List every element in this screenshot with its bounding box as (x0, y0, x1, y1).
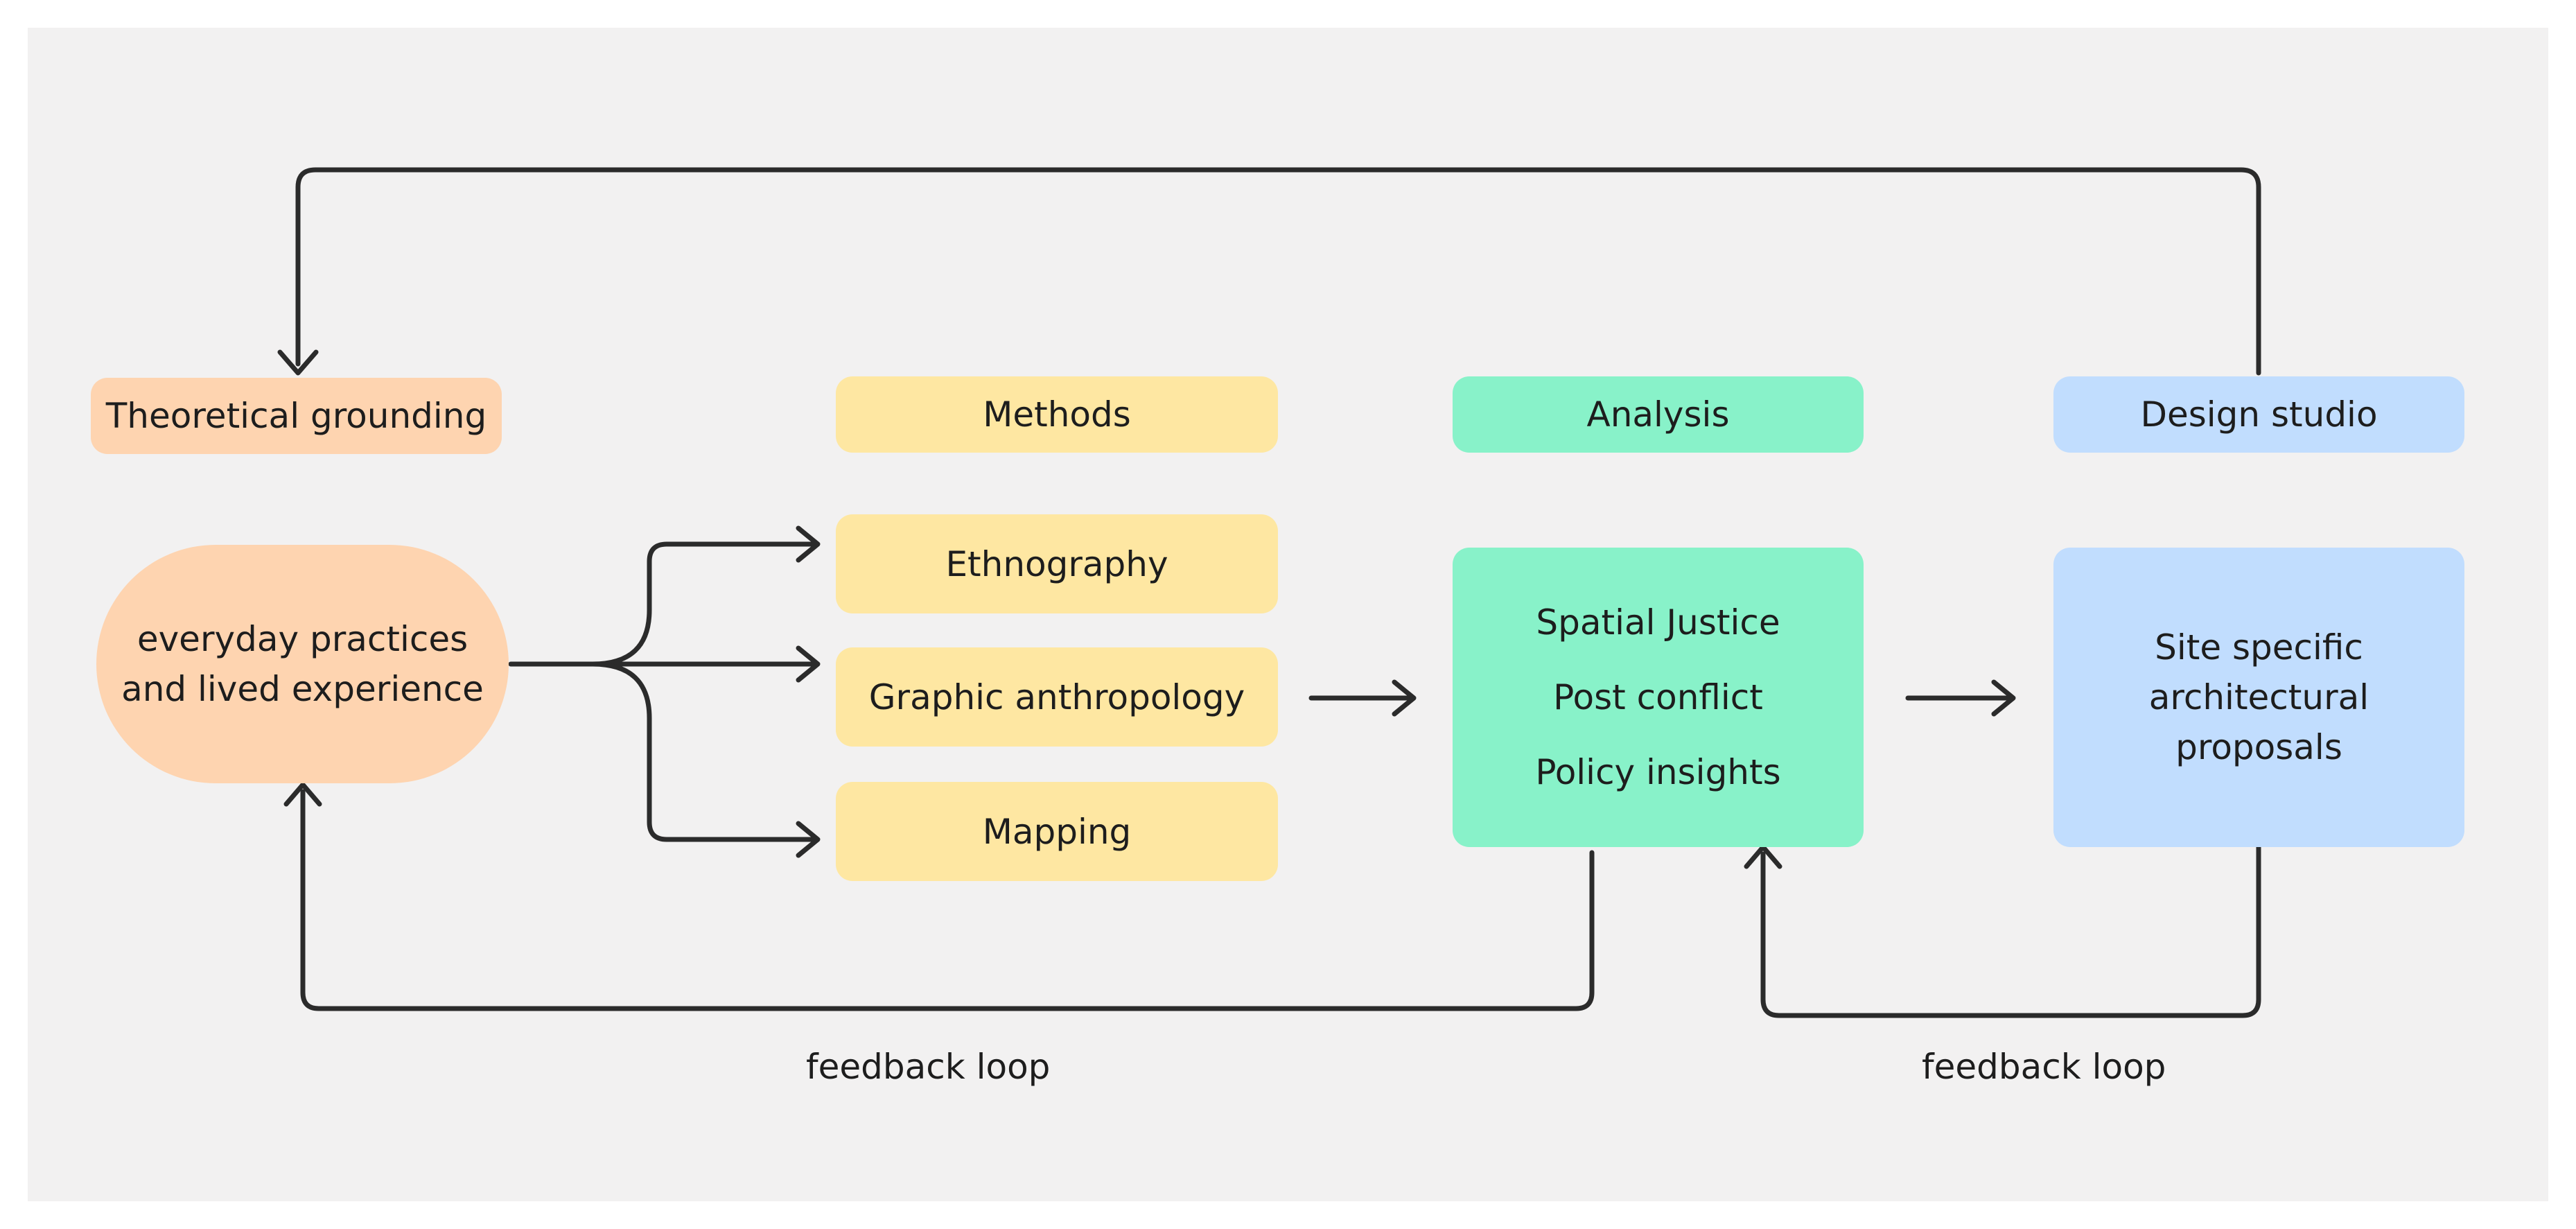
proposals-line-1: Site specific (2155, 627, 2363, 668)
stage-design-studio-label: Design studio (2140, 394, 2378, 435)
node-mapping: Mapping (836, 782, 1278, 881)
top-loop-connector (295, 167, 2261, 376)
stage-methods: Methods (836, 376, 1278, 453)
feedback-loop-left-label: feedback loop (806, 1047, 1051, 1087)
graphic-anthropology-label: Graphic anthropology (868, 677, 1245, 717)
graphic-anthropology-arrowhead (796, 645, 821, 683)
node-analysis-items: Spatial Justice Post conflict Policy ins… (1453, 548, 1864, 847)
feedback-loop-right-connector (1760, 844, 2261, 1018)
node-graphic-anthropology: Graphic anthropology (836, 647, 1278, 747)
top-loop-arrowhead (277, 349, 319, 376)
node-everyday-practices: everyday practices and lived experience (96, 545, 509, 783)
everyday-line-1: everyday practices (137, 619, 468, 659)
analysis-item-policy-insights: Policy insights (1535, 752, 1781, 792)
proposals-line-2: architectural (2148, 677, 2369, 717)
feedback-loop-left-arrowhead (283, 782, 322, 807)
stage-design-studio: Design studio (2053, 376, 2464, 453)
analysis-to-design-arrowhead (1991, 679, 2016, 717)
brace-upper (590, 541, 818, 667)
stage-theoretical-grounding: Theoretical grounding (91, 378, 502, 454)
analysis-item-spatial-justice: Spatial Justice (1536, 602, 1780, 643)
ethnography-label: Ethnography (945, 543, 1168, 584)
brace-lower (590, 661, 818, 842)
feedback-loop-left-connector (300, 789, 1595, 1011)
stage-analysis: Analysis (1453, 376, 1864, 453)
analysis-item-post-conflict: Post conflict (1553, 677, 1763, 717)
ethnography-arrowhead (796, 525, 821, 563)
everyday-line-2: and lived experience (121, 669, 484, 709)
node-ethnography: Ethnography (836, 514, 1278, 613)
mapping-arrowhead (796, 821, 821, 858)
methods-to-analysis-arrowhead (1392, 679, 1417, 717)
stage-theoretical-grounding-label: Theoretical grounding (105, 396, 487, 436)
node-site-specific-proposals: Site specific architectural proposals (2053, 548, 2464, 847)
mapping-label: Mapping (982, 811, 1132, 852)
stage-methods-label: Methods (983, 394, 1131, 435)
feedback-loop-right-arrowhead (1744, 844, 1782, 869)
feedback-loop-right-label: feedback loop (1922, 1047, 2166, 1087)
stage-analysis-label: Analysis (1586, 394, 1730, 435)
proposals-line-3: proposals (2175, 727, 2342, 767)
